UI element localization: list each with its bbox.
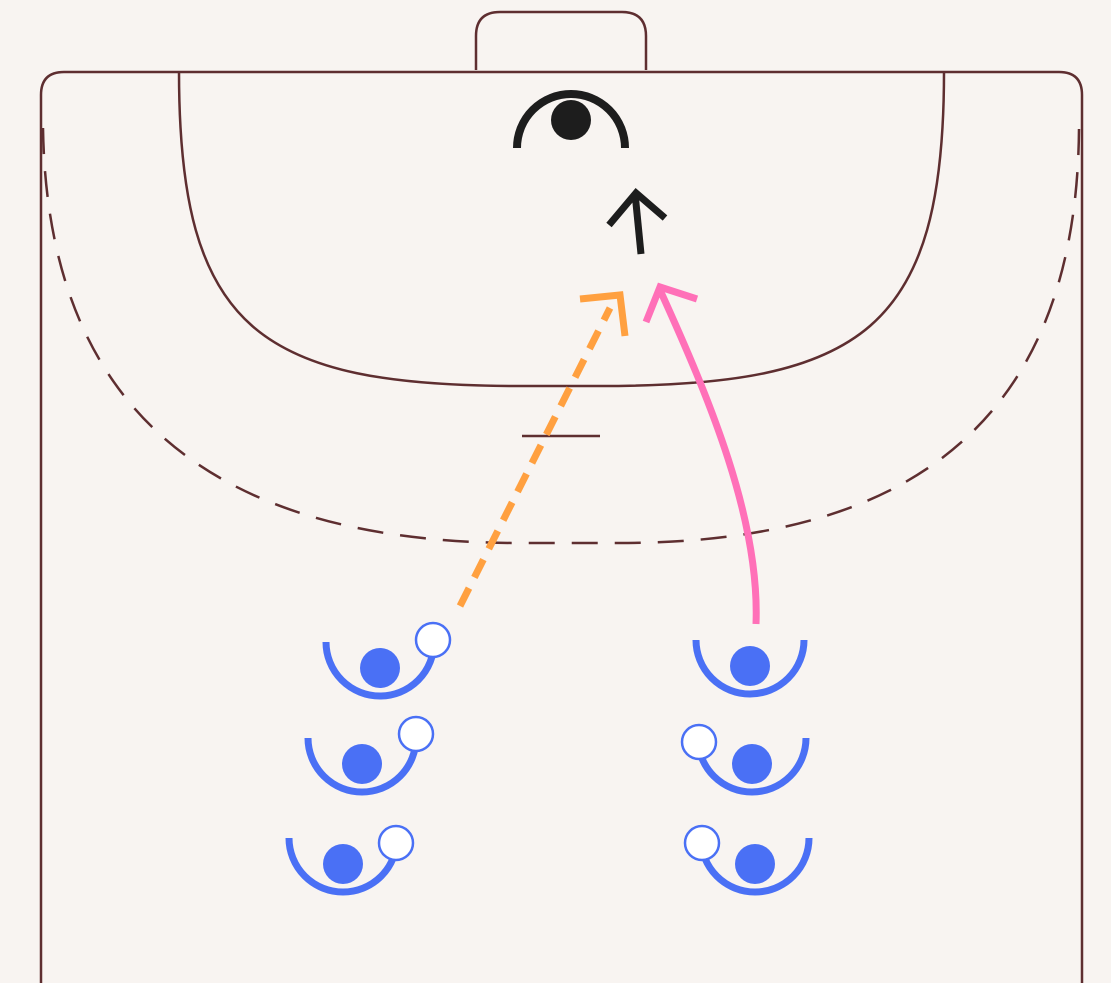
player-icon [285,837,401,896]
pass-arrow [456,306,614,608]
player-right-1 [692,639,808,698]
player-head [730,646,770,686]
player-left-1 [322,621,452,700]
player-icon [322,641,438,700]
player-head [732,744,772,784]
ball-icon [377,824,415,862]
players [285,621,813,896]
player-head [323,844,363,884]
goalkeeper [513,90,629,149]
court-outline [39,70,1084,983]
player-right-2 [680,723,810,796]
goalkeeper-head [551,100,591,140]
run-arrow-head [642,282,699,324]
ball-icon [683,824,721,862]
player-icon [692,639,808,698]
player-head [735,844,775,884]
player-icon [697,837,813,896]
player-icon [694,737,810,796]
run-arrow [656,288,760,625]
shot-arrow-head [606,188,668,228]
goal-area-line [177,71,946,388]
player-right-3 [683,824,813,896]
goalkeeper-icon [513,90,629,149]
free-throw-line [41,127,1081,545]
movement-arrows [456,188,760,625]
court-lines [39,10,1084,983]
ball-icon [397,715,435,753]
shot-arrow [631,192,645,255]
player-left-3 [285,824,415,896]
player-icon [304,737,420,796]
ball-icon [414,621,452,659]
ball-icon [680,723,718,761]
pass-arrow-head [579,291,629,337]
player-head [342,744,382,784]
player-head [360,648,400,688]
player-left-2 [304,715,435,796]
goal [474,10,648,70]
